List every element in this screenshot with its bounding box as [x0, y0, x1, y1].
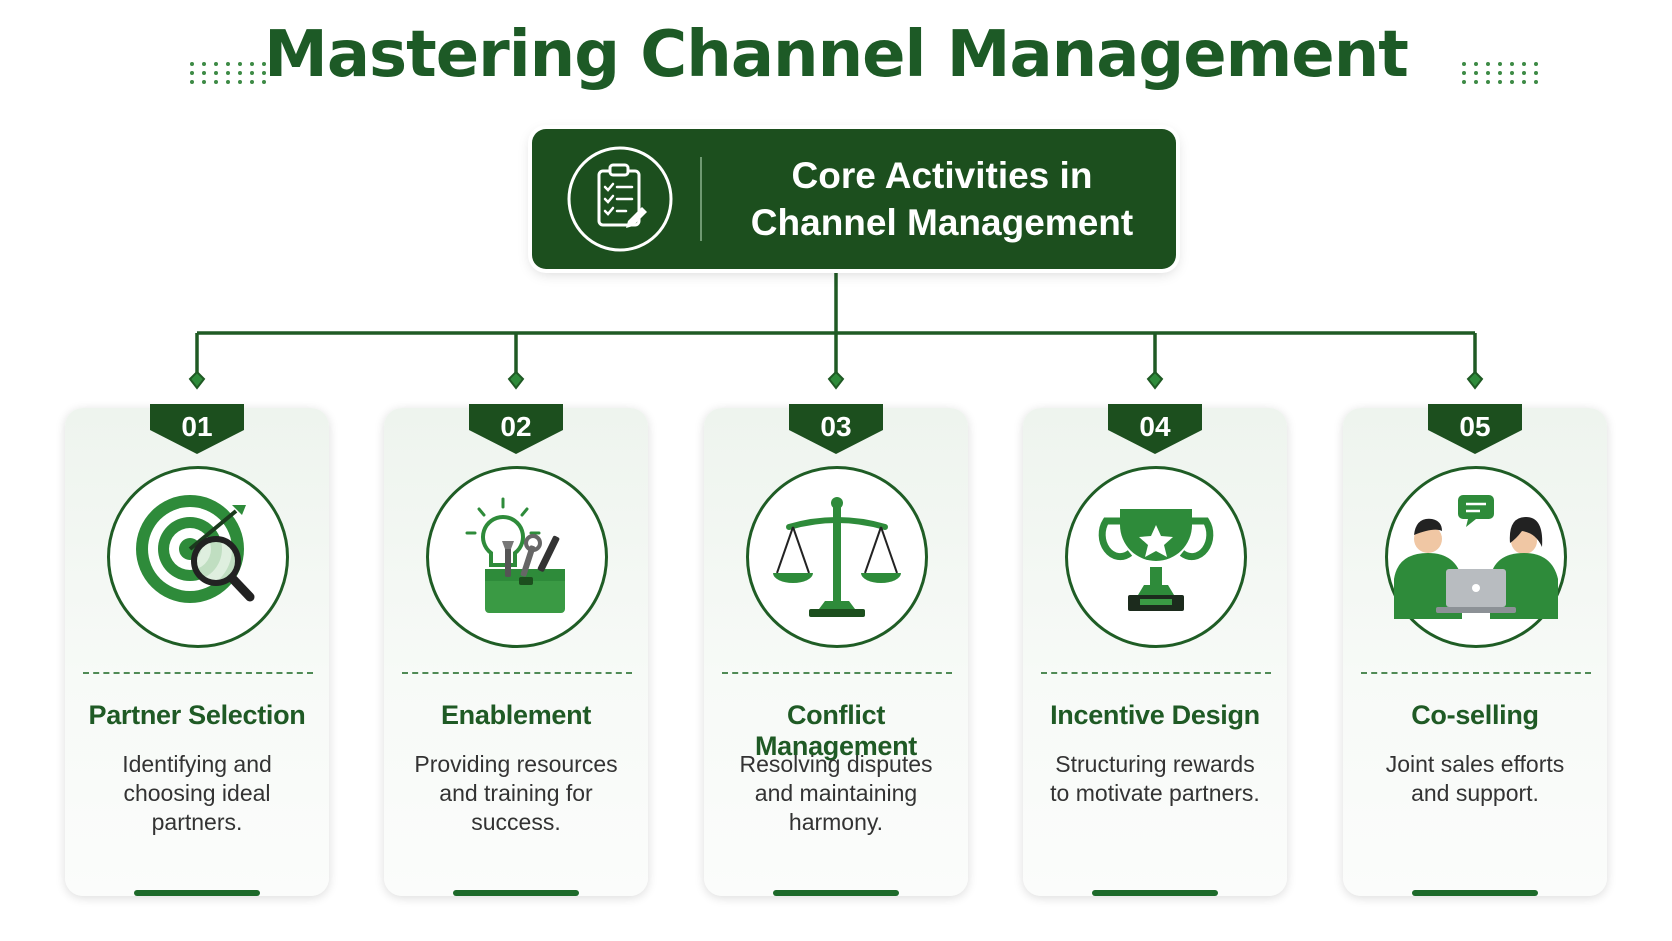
card-icon-circle	[426, 466, 608, 648]
core-divider	[700, 157, 702, 241]
card-number-badge	[150, 404, 244, 454]
card-description: Resolving disputes and maintaining harmo…	[739, 751, 933, 835]
card-number: 03	[820, 411, 852, 442]
card-number: 02	[500, 411, 532, 442]
balance-scale-icon	[773, 497, 901, 617]
card-description: Joint sales efforts and support.	[1385, 751, 1565, 806]
card-title: Partner Selection	[88, 700, 306, 730]
card-divider	[722, 672, 952, 674]
card-description: Identifying and choosing ideal partners.	[122, 751, 272, 835]
card-description: Providing resources and training for suc…	[414, 751, 618, 835]
card-divider	[402, 672, 632, 674]
card-number: 01	[181, 411, 213, 442]
trophy-icon	[1098, 509, 1214, 611]
card-number-badge	[1108, 404, 1202, 454]
activity-card-partner-selection: 01 Partner Selection Identifying and cho…	[65, 404, 329, 896]
card-title: Co-selling	[1411, 700, 1539, 730]
card-icon-circle	[1065, 466, 1247, 648]
card-description: Structuring rewards to motivate partners…	[1050, 751, 1260, 806]
target-magnifier-icon	[136, 495, 255, 603]
card-accent-bar	[773, 890, 899, 896]
card-number-badge	[789, 404, 883, 454]
card-title: Conflict Management	[754, 700, 918, 761]
card-accent-bar	[1092, 890, 1218, 896]
card-icon-circle	[107, 466, 289, 648]
two-people-laptop-icon	[1394, 495, 1558, 619]
core-activities-box: Core Activities in Channel Management	[532, 129, 1176, 269]
card-accent-bar	[134, 890, 260, 896]
activity-card-incentive-design: 04 Incentive Design Structuring rewards …	[1023, 404, 1287, 896]
card-number: 04	[1139, 411, 1171, 442]
card-icon-circle	[1385, 466, 1567, 648]
card-number-badge	[469, 404, 563, 454]
activity-card-enablement: 02 Enablement Providing resources and tr…	[384, 404, 648, 896]
clipboard-checklist-icon	[567, 146, 673, 252]
page-title: Mastering Channel Management	[264, 18, 1409, 92]
activity-card-co-selling: 05 Co-selling Joint sales efforts and su…	[1343, 404, 1607, 896]
decorative-dots-left	[190, 62, 266, 84]
card-divider	[83, 672, 313, 674]
card-accent-bar	[1412, 890, 1538, 896]
card-divider	[1041, 672, 1271, 674]
activity-card-conflict-management: 03 Conflict Management Resolving dispute…	[704, 404, 968, 896]
card-number: 05	[1459, 411, 1491, 442]
card-number-badge	[1428, 404, 1522, 454]
card-title: Enablement	[440, 700, 592, 730]
core-label: Core Activities in Channel Management	[750, 155, 1134, 243]
lightbulb-toolbox-icon	[465, 497, 565, 613]
card-icon-circle	[746, 466, 928, 648]
card-accent-bar	[453, 890, 579, 896]
card-divider	[1361, 672, 1591, 674]
decorative-dots-right	[1462, 62, 1538, 84]
card-title: Incentive Design	[1050, 700, 1260, 730]
